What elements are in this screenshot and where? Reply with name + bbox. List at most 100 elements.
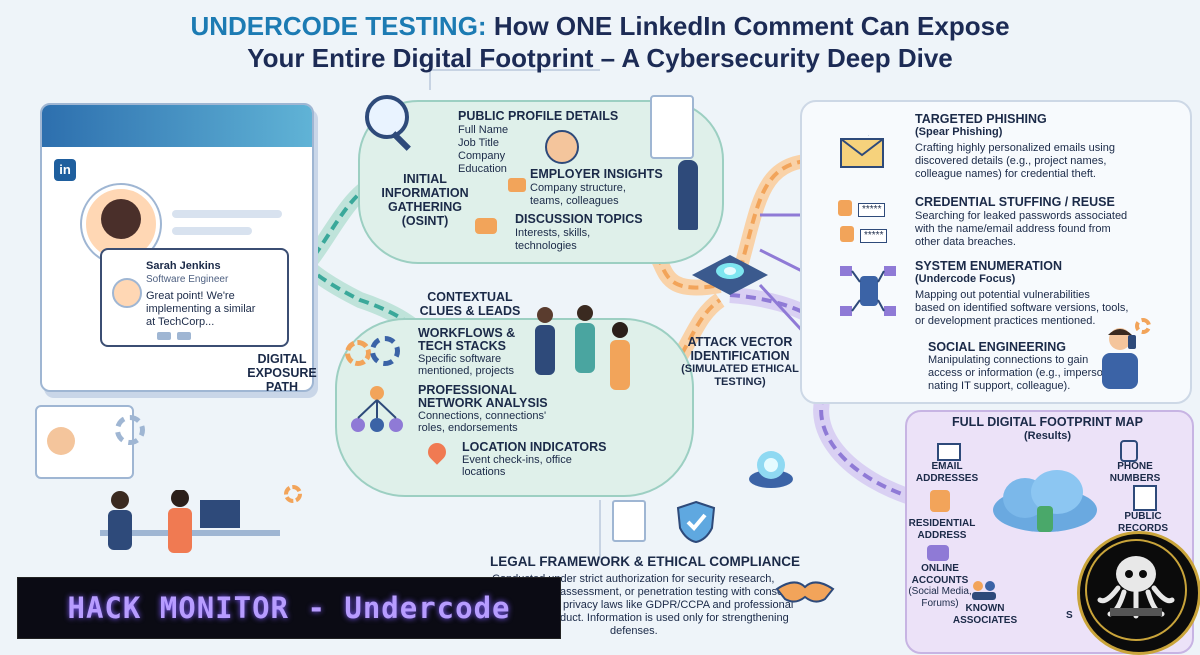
osint-label: INITIAL INFORMATION GATHERING (OSINT) xyxy=(375,172,475,228)
map-partial-label: S xyxy=(1066,610,1073,621)
exposure-path-label: DIGITAL EXPOSURE PATH xyxy=(237,352,327,394)
public-label-1: PUBLIC xyxy=(1124,511,1162,522)
enumeration-sub: (Undercode Focus) xyxy=(915,273,1016,285)
attack-node-icon xyxy=(690,245,770,305)
server-network-icon xyxy=(838,262,898,322)
residential-label: RESIDENTIAL ADDRESS xyxy=(903,518,981,541)
path-label-line2: EXPOSURE xyxy=(247,366,317,380)
comment-bubble: Sarah Jenkins Software Engineer Great po… xyxy=(100,248,289,347)
title-accent: UNDERCODE TESTING: xyxy=(190,11,487,41)
comment-avatar xyxy=(112,278,142,308)
gear-small-icon xyxy=(1135,318,1151,334)
legal-line1: Conducted under strict authorization for… xyxy=(492,573,775,585)
team-people-illustration xyxy=(530,305,650,405)
shield-icon xyxy=(676,500,716,544)
network-heading2: NETWORK ANALYSIS xyxy=(418,396,548,410)
credential-line2: with the name/email address found from xyxy=(915,223,1111,235)
network-line2: roles, endorsements xyxy=(418,422,518,434)
document-check-icon xyxy=(612,500,646,542)
phone-label: PHONE NUMBERS xyxy=(1100,461,1170,484)
email-label-1: EMAIL xyxy=(931,461,963,472)
contextual-label: CONTEXTUAL CLUES & LEADS xyxy=(405,290,535,318)
social-line3: nating IT support, colleague). xyxy=(928,380,1071,392)
public-profile-item-0: Full Name xyxy=(458,124,509,136)
known-label: KNOWN ASSOCIATES xyxy=(945,603,1025,626)
chat-icon xyxy=(475,218,497,234)
phone-label-1: PHONE xyxy=(1117,461,1153,472)
gear-decor-icon xyxy=(115,415,145,445)
public-profile-item-2: Company xyxy=(458,150,506,162)
gear-icon xyxy=(345,340,371,366)
attack-line2: IDENTIFICATION xyxy=(690,349,790,363)
attack-line4: Testing) xyxy=(714,375,766,388)
legal-line4: duct. Information is used only for stren… xyxy=(560,612,789,624)
lock-icon xyxy=(838,200,852,216)
discussion-line2: technologies xyxy=(515,240,577,252)
known-label-1: KNOWN xyxy=(965,603,1005,614)
briefcase-icon xyxy=(508,178,526,192)
osint-label-line1: INITIAL xyxy=(403,172,447,186)
enumeration-line3: or development practices mentioned. xyxy=(915,315,1096,327)
network-icon xyxy=(350,385,405,435)
employer-line2: teams, colleagues xyxy=(530,195,619,207)
phishing-heading: TARGETED PHISHING xyxy=(915,112,1047,126)
handshake-icon xyxy=(775,575,835,605)
legal-heading: LEGAL FRAMEWORK & ETHICAL COMPLIANCE xyxy=(490,554,800,569)
online-label-1: ONLINE ACCOUNTS xyxy=(911,563,969,586)
online-account-icon xyxy=(927,545,949,561)
known-label-2: ASSOCIATES xyxy=(952,614,1018,626)
residential-label-1: RESIDENTIAL xyxy=(908,518,976,529)
employer-people-icon xyxy=(545,130,579,164)
workflows-heading1: WORKFLOWS & xyxy=(418,326,516,340)
path-label-line1: DIGITAL xyxy=(257,352,307,366)
records-icon xyxy=(1133,485,1157,511)
glowing-node-icon xyxy=(748,445,794,489)
like-icon xyxy=(157,332,171,340)
location-line1: Event check-ins, office xyxy=(462,454,572,466)
phone-caller-figure xyxy=(1090,325,1150,390)
online-label: ONLINE ACCOUNTS (Social Media, Forums) xyxy=(900,563,980,609)
workflows-line2: mentioned, projects xyxy=(418,365,514,377)
public-label: PUBLIC RECORDS xyxy=(1108,511,1178,534)
location-line2: locations xyxy=(462,466,506,478)
comment-line2: implementing a similar xyxy=(146,303,256,315)
enumeration-heading: SYSTEM ENUMERATION xyxy=(915,259,1062,273)
discussion-heading: DISCUSSION TOPICS xyxy=(515,212,643,226)
legal-line3: privacy laws like GDPR/CCPA and professi… xyxy=(563,599,794,611)
social-line2: access or information (e.g., imperso- xyxy=(928,367,1107,379)
map-sub: (Results) xyxy=(1023,430,1072,442)
attack-line1: ATTACK VECTOR xyxy=(687,335,793,349)
cloud-icon xyxy=(985,468,1105,538)
commenter-role: Software Engineer xyxy=(146,274,229,285)
phishing-line1: Crafting highly personalized emails usin… xyxy=(915,142,1115,154)
desk-people-illustration xyxy=(60,489,280,570)
contextual-label-line1: CONTEXTUAL xyxy=(427,290,513,304)
email-label: EMAIL ADDRESSES xyxy=(912,461,982,484)
osint-label-line2: INFORMATION xyxy=(381,186,469,200)
public-profile-item-1: Job Title xyxy=(458,137,499,149)
phishing-line2: discovered details (e.g., project names, xyxy=(915,155,1107,167)
lock-icon-2 xyxy=(840,226,854,242)
title-line1: How ONE LinkedIn Comment Can Expose xyxy=(493,11,1010,41)
discussion-line1: Interests, skills, xyxy=(515,227,591,239)
commenter-name: Sarah Jenkins xyxy=(146,260,221,272)
residential-label-2: ADDRESS xyxy=(917,529,967,541)
public-profile-heading: PUBLIC PROFILE DETAILS xyxy=(458,109,619,123)
title-line2: Your Entire Digital Footprint – A Cybers… xyxy=(247,43,953,73)
octopus-icon xyxy=(1085,539,1187,641)
document-panel-icon xyxy=(650,95,694,159)
comment-line1: Great point! We're xyxy=(146,290,235,302)
osint-label-line4: (OSINT) xyxy=(401,214,449,228)
legal-line2: assessment, or penetration testing with … xyxy=(560,586,796,598)
contextual-label-line2: CLUES & LEADS xyxy=(419,304,521,318)
attack-line3: (Simulated Ethical xyxy=(681,363,799,375)
enumeration-line2: based on identified software versions, t… xyxy=(915,302,1129,314)
map-heading: FULL DIGITAL FOOTPRINT MAP xyxy=(952,415,1143,429)
email-label-2: ADDRESSES xyxy=(915,472,979,484)
social-line1: Manipulating connections to gain xyxy=(928,354,1089,366)
email-icon xyxy=(937,443,961,461)
gear-decor-icon-2 xyxy=(284,485,302,503)
hack-monitor-banner: HACK MONITOR - Undercode xyxy=(17,577,561,639)
legal-line5: defenses. xyxy=(610,625,658,637)
workflows-heading2: TECH STACKS xyxy=(418,339,506,353)
